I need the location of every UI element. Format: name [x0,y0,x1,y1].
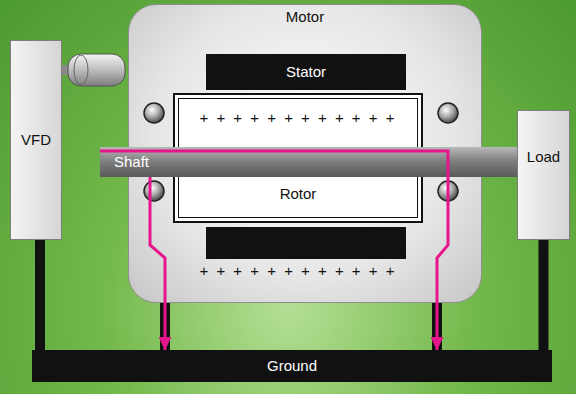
stator-bar: Stator [206,54,406,90]
encoder-end [74,55,88,85]
node-text: Load [527,148,560,165]
stator-lower-bar [206,227,406,259]
bearing [438,103,458,123]
node-text: VFD [21,131,51,148]
encoder-body [68,54,125,86]
ground-wire [160,303,170,350]
ground-wire [432,303,442,350]
node-text: Stator [286,63,326,80]
charge-signs: + + + + + + + + + + + + [200,262,397,279]
bearing [144,181,164,201]
bearing [438,181,458,201]
current-path-arrow [100,151,448,350]
shaft-bar: Shaft [100,147,517,177]
node-text: Rotor [280,185,317,202]
node-text: Shaft [114,153,149,170]
charge-signs: + + + + + + + + + + + + [200,109,397,126]
ground-wire [35,240,45,350]
bearing [144,103,164,123]
vfd-box: VFD [10,40,62,240]
node-text: Ground [267,357,317,374]
load-box: Load [517,110,570,240]
node-text: Motor [286,8,324,25]
ground-wire [539,240,549,350]
current-path-arrow [150,177,165,350]
ground-bar: Ground [32,350,552,382]
